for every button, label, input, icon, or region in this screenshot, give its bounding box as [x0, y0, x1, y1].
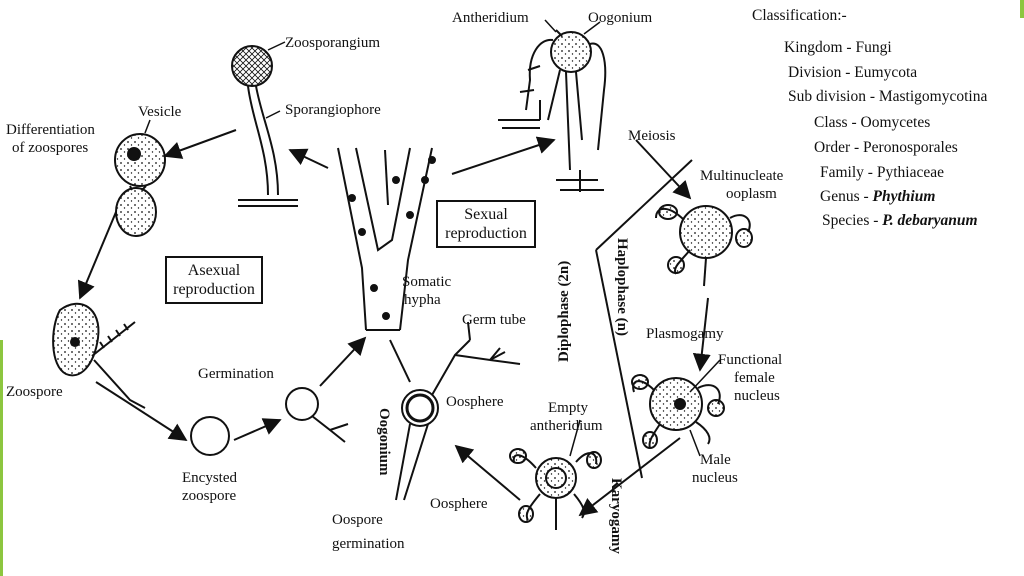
- label-hypha: hypha: [404, 292, 441, 308]
- label-antheridium: antheridium: [530, 418, 603, 434]
- classification-class: Class - Oomycetes: [814, 114, 931, 131]
- cycle-arrows: [77, 129, 711, 517]
- label-somatic: Somatic: [402, 274, 452, 290]
- label-germ-tube: Germ tube: [462, 312, 526, 328]
- asexual-box-line-2: reproduction: [173, 281, 255, 298]
- label-meiosis: Meiosis: [628, 128, 676, 144]
- label-of-zoospores: of zoospores: [12, 140, 89, 156]
- label-plasmogamy: Plasmogamy: [646, 326, 724, 342]
- classification-family: Family - Pythiaceae: [820, 164, 944, 181]
- classification-subdivision: Sub division - Mastigomycotina: [788, 88, 988, 105]
- vesicle-drawing: [114, 133, 166, 237]
- label-female-nucleus: nucleus: [734, 388, 780, 404]
- label-haplophase: Haplophase (n): [614, 238, 630, 336]
- oospore-germination-drawing: [395, 321, 521, 501]
- label-male: Male: [700, 452, 731, 468]
- label-oogonium-vertical: Oogonium: [376, 408, 392, 476]
- plasmogamy-drawing: [631, 374, 725, 449]
- zoosporangium-drawing: [231, 45, 298, 207]
- label-antheridium-top: Antheridium: [452, 10, 529, 26]
- label-ooplasm: ooplasm: [726, 186, 777, 202]
- multinucleate-ooplasm-drawing: [655, 204, 753, 287]
- label-oosphere-top: Oosphere: [446, 394, 504, 410]
- label-functional: Functional: [718, 352, 783, 368]
- asexual-box-line-1: Asexual: [187, 262, 241, 279]
- antheridium-oogonium-drawing: [498, 29, 607, 192]
- empty-antheridium-drawing: [509, 448, 602, 530]
- germination-drawing: [285, 387, 349, 443]
- classification-heading: Classification:-: [752, 7, 847, 24]
- encysted-zoospore-drawing: [190, 416, 230, 456]
- label-male-nucleus: nucleus: [692, 470, 738, 486]
- label-sporangiophore: Sporangiophore: [285, 102, 381, 118]
- label-vesicle: Vesicle: [138, 104, 182, 120]
- genus-name: Phythium: [872, 188, 936, 205]
- label-zoosporangium: Zoosporangium: [285, 35, 380, 51]
- sexual-box-line-1: Sexual: [464, 206, 508, 223]
- label-encysted: Encysted: [182, 470, 237, 486]
- label-diplophase: Diplophase (2n): [556, 260, 572, 362]
- somatic-hypha-drawing: [337, 147, 436, 331]
- zoospore-drawing: [52, 302, 146, 409]
- genus-prefix: Genus -: [820, 188, 873, 205]
- classification-genus: Genus - Phythium: [820, 185, 935, 209]
- label-zoospore: Zoospore: [6, 384, 63, 400]
- slide-accent-edge-left: [0, 340, 3, 576]
- label-oospore: Oospore: [332, 512, 383, 528]
- label-germination: Germination: [198, 366, 274, 382]
- label-encysted-zoospore: zoospore: [182, 488, 237, 504]
- sexual-reproduction-box: Sexual reproduction: [436, 200, 536, 248]
- sexual-box-line-2: reproduction: [445, 225, 527, 242]
- label-differentiation: Differentiation: [6, 122, 95, 138]
- label-multinucleate: Multinucleate: [700, 168, 784, 184]
- classification-order: Order - Peronosporales: [814, 139, 958, 156]
- label-karyogamy: Karyogamy: [608, 478, 624, 554]
- asexual-reproduction-box: Asexual reproduction: [165, 256, 263, 304]
- classification-division: Division - Eumycota: [788, 64, 918, 81]
- classification-species: Species - P. debaryanum: [822, 209, 978, 233]
- species-prefix: Species -: [822, 212, 883, 229]
- label-female: female: [734, 370, 775, 386]
- label-oospore-germination: germination: [332, 536, 405, 552]
- classification-kingdom: Kingdom - Fungi: [784, 39, 892, 56]
- label-oogonium-top: Oogonium: [588, 10, 653, 26]
- species-name: P. debaryanum: [882, 212, 978, 229]
- label-oosphere-bottom: Oosphere: [430, 496, 488, 512]
- label-empty: Empty: [548, 400, 588, 416]
- slide-accent-edge-right: [1020, 0, 1024, 18]
